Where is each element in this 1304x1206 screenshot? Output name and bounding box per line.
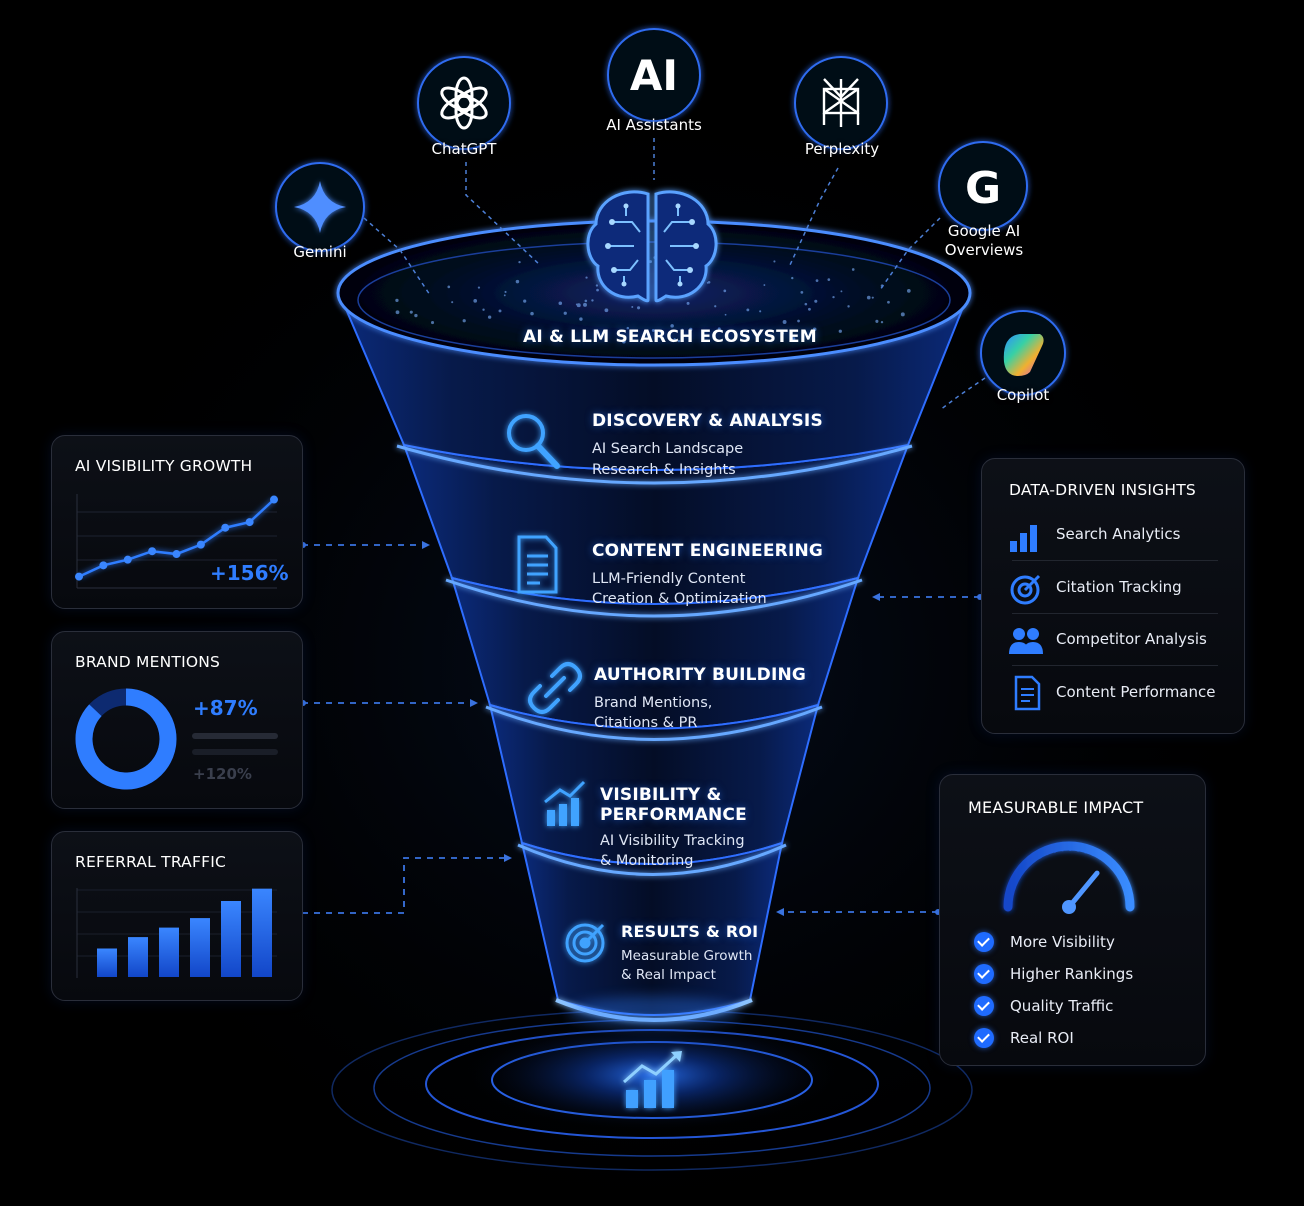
- source-icons: AI G: [275, 28, 1066, 396]
- growth-point-2: [123, 555, 132, 564]
- ecosystem-title: AI & LLM SEARCH ECOSYSTEM: [523, 327, 817, 347]
- stage-title-discovery: DISCOVERY & ANALYSIS: [592, 411, 823, 431]
- traffic-bar-2: [159, 927, 179, 977]
- stage-sub-discovery-1: AI Search Landscape: [592, 441, 744, 457]
- document-icon: [1014, 675, 1041, 711]
- insight-row-content-performance: Content Performance: [982, 667, 1244, 719]
- link-icon: [528, 662, 582, 714]
- growth-point-4: [172, 550, 181, 559]
- check-icon: [974, 964, 994, 984]
- growth-chart-icon: [623, 1051, 682, 1108]
- brain-icon: [586, 190, 718, 303]
- insight-row-competitor-analysis: Competitor Analysis: [982, 614, 1244, 666]
- insight-row-search-analytics: Search Analytics: [982, 509, 1244, 561]
- source-label-copilot: Copilot: [996, 386, 1050, 404]
- growth-point-5: [196, 540, 205, 549]
- stage-sub-content-1: LLM-Friendly Content: [592, 571, 746, 587]
- source-connectors: [363, 138, 986, 411]
- ai-assistants-circle: AI: [607, 28, 701, 122]
- panel-referral-traffic: REFERRAL TRAFFIC: [51, 831, 303, 1001]
- traffic-bar-5: [252, 888, 272, 977]
- insight-row-citation-tracking: Citation Tracking: [982, 562, 1244, 614]
- visibility-line-chart: [75, 494, 278, 589]
- stage-sub-visibility-2: & Monitoring: [600, 853, 694, 869]
- panel-connectors: [302, 544, 980, 914]
- bar-chart-icon: [1010, 525, 1037, 552]
- stage-title-results: RESULTS & ROI: [621, 922, 759, 941]
- stage-sub-visibility-1: AI Visibility Tracking: [600, 833, 745, 849]
- insight-label: Competitor Analysis: [1056, 630, 1207, 648]
- traffic-bar-4: [221, 901, 241, 977]
- google-g-icon: G: [965, 163, 1001, 214]
- rising-bars-icon: [544, 780, 586, 826]
- impact-label: More Visibility: [1010, 933, 1115, 951]
- chatgpt-logo-icon: [417, 56, 511, 150]
- panel-brand-mentions: BRAND MENTIONS +87% +120%: [51, 631, 303, 809]
- brand-mentions-donut: [75, 688, 278, 790]
- target-icon: [1010, 574, 1041, 605]
- source-label-gemini: Gemini: [293, 243, 347, 261]
- growth-point-0: [75, 572, 83, 581]
- impact-gauge: [1003, 841, 1135, 914]
- stage-sub-authority-2: Citations & PR: [594, 715, 698, 731]
- stage-sub-results-1: Measurable Growth: [621, 948, 753, 964]
- ai-text-icon: AI: [630, 51, 678, 100]
- copilot-logo-icon: [980, 310, 1066, 396]
- panel-ai-visibility-growth: AI VISIBILITY GROWTH +156%: [51, 435, 303, 609]
- source-label-perplexity: Perplexity: [804, 140, 880, 158]
- check-icon: [974, 996, 994, 1016]
- growth-point-1: [99, 561, 108, 570]
- source-label-ai-assistants: AI Assistants: [606, 116, 702, 134]
- check-icon: [974, 1028, 994, 1048]
- stage-sub-discovery-2: Research & Insights: [592, 462, 736, 478]
- referral-bar-chart: [76, 888, 277, 978]
- source-label-chatgpt: ChatGPT: [431, 140, 497, 158]
- stage-sub-authority-1: Brand Mentions,: [594, 695, 713, 711]
- panel-title: AI VISIBILITY GROWTH: [75, 457, 253, 475]
- stage-sub-content-2: Creation & Optimization: [592, 591, 767, 607]
- panel-data-driven-insights: DATA-DRIVEN INSIGHTS Search Analytics Ci…: [981, 458, 1245, 734]
- stage-title-visibility: VISIBILITY &: [600, 785, 722, 805]
- traffic-bar-1: [128, 937, 148, 977]
- stage-sub-results-2: & Real Impact: [621, 967, 716, 983]
- traffic-bar-3: [190, 918, 210, 977]
- panel-title: DATA-DRIVEN INSIGHTS: [1009, 481, 1196, 499]
- growth-point-6: [221, 523, 230, 532]
- google-g-circle: G: [938, 141, 1028, 231]
- stage-title-content: CONTENT ENGINEERING: [592, 541, 824, 561]
- insight-label: Search Analytics: [1056, 525, 1181, 543]
- growth-point-8: [270, 495, 278, 504]
- target-icon: [565, 923, 605, 963]
- impact-label: Quality Traffic: [1010, 997, 1114, 1015]
- impact-label: Real ROI: [1010, 1029, 1074, 1047]
- funnel-mouth: [336, 219, 972, 367]
- users-icon: [1009, 628, 1043, 654]
- stage-title-performance: PERFORMANCE: [600, 805, 747, 825]
- perplexity-logo-icon: [794, 56, 888, 150]
- brand-mentions-metric: +87%: [193, 696, 258, 720]
- panel-title: MEASURABLE IMPACT: [968, 798, 1144, 817]
- stage-title-authority: AUTHORITY BUILDING: [594, 665, 807, 685]
- check-icon: [974, 932, 994, 952]
- growth-point-3: [148, 547, 157, 556]
- magnifier-icon: [507, 414, 560, 469]
- traffic-bar-0: [97, 948, 117, 977]
- insight-label: Citation Tracking: [1056, 578, 1182, 596]
- growth-point-7: [245, 518, 254, 527]
- source-label-google-ai: Google AI: [947, 222, 1021, 240]
- panel-title: BRAND MENTIONS: [75, 653, 221, 671]
- panel-measurable-impact: MEASURABLE IMPACT More Visibility Higher…: [939, 774, 1206, 1066]
- visibility-growth-metric: +156%: [210, 561, 289, 585]
- document-icon: [517, 535, 558, 594]
- panel-title: REFERRAL TRAFFIC: [75, 853, 226, 871]
- source-label-google-overviews: Overviews: [944, 241, 1024, 259]
- brand-mentions-secondary: +120%: [193, 765, 252, 783]
- stage-icons: [507, 414, 605, 963]
- gemini-sparkle-icon: [275, 162, 365, 252]
- impact-label: Higher Rankings: [1010, 965, 1134, 983]
- insight-label: Content Performance: [1056, 683, 1216, 701]
- donut-slice-main: [75, 688, 177, 790]
